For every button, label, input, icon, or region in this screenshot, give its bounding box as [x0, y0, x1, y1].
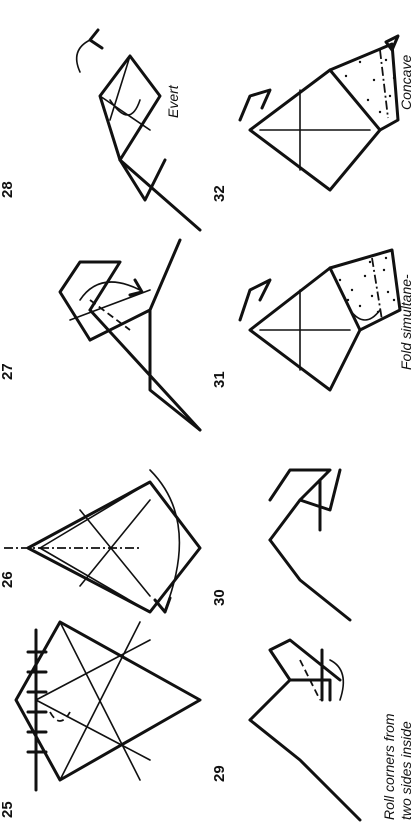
step-number-28: 28 — [0, 181, 16, 198]
step-number-25: 25 — [0, 801, 16, 818]
step-27-figure — [60, 240, 200, 430]
caption-concave: Concave — [398, 55, 414, 110]
caption-roll-line1: Roll corners from — [381, 713, 397, 820]
step-number-26: 26 — [0, 571, 16, 588]
step-31-figure — [240, 250, 400, 390]
step-32-shaded-dots — [345, 59, 395, 113]
caption-fold-simultane: Fold simultane- — [398, 274, 414, 370]
step-number-32: 32 — [211, 185, 228, 202]
step-number-29: 29 — [211, 765, 228, 782]
step-25-figure — [16, 622, 200, 790]
step-26-figure — [4, 470, 200, 612]
step-29-figure — [250, 640, 360, 820]
step-number-30: 30 — [211, 589, 228, 606]
step-number-27: 27 — [0, 363, 16, 380]
caption-evert: Evert — [165, 84, 181, 118]
step-28-figure — [77, 30, 200, 230]
caption-roll-line2: two sides inside — [398, 721, 414, 820]
step-32-figure — [240, 36, 398, 190]
step-number-31: 31 — [211, 371, 228, 388]
step-30-figure — [270, 470, 350, 620]
